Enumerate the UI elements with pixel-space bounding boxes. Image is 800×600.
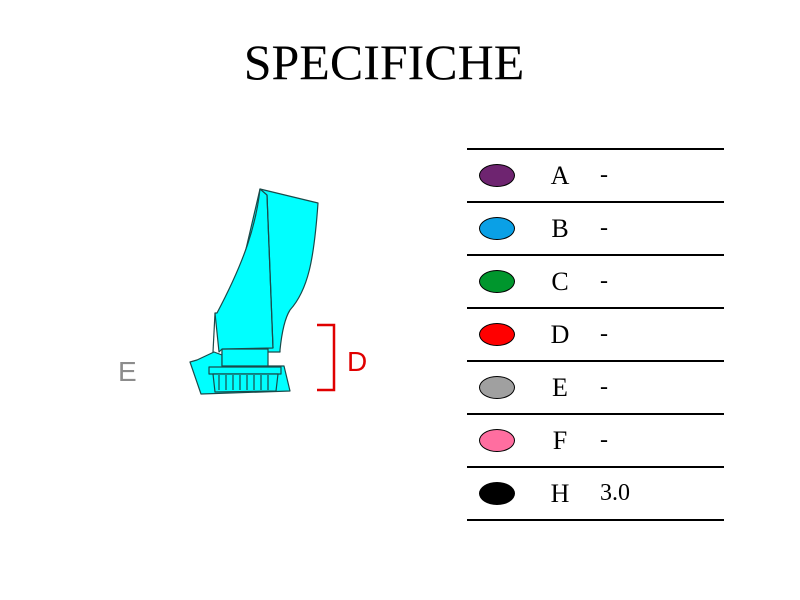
- legend-letter: F: [552, 426, 568, 455]
- legend-letter: E: [552, 373, 568, 402]
- legend-row: E-: [467, 362, 724, 415]
- color-swatch: [479, 270, 515, 293]
- legend-letter: H: [550, 479, 570, 508]
- body-edge: [266, 194, 274, 349]
- color-swatch: [479, 429, 515, 452]
- legend-row: A-: [467, 150, 724, 203]
- legend-row: C-: [467, 256, 724, 309]
- base-grooves: [218, 375, 269, 390]
- label-e: E: [118, 356, 137, 387]
- legend-row: B-: [467, 203, 724, 256]
- legend-row: H 3.0: [467, 468, 724, 521]
- legend-letter: B: [551, 214, 569, 243]
- legend-value: -: [600, 215, 608, 241]
- legend-value: -: [600, 374, 608, 400]
- legend-value: -: [600, 321, 608, 347]
- d-bracket: [317, 323, 336, 392]
- legend-row: D-: [467, 309, 724, 362]
- color-swatch: [479, 323, 515, 346]
- legend-row: F-: [467, 415, 724, 468]
- abutment-neck: [221, 348, 269, 367]
- color-swatch: [479, 376, 515, 399]
- color-swatch: [479, 217, 515, 240]
- label-d: D: [347, 346, 368, 377]
- abutment-ring: [208, 366, 282, 375]
- legend-letter: A: [550, 161, 570, 190]
- legend-value: -: [600, 162, 608, 188]
- wing-edge: [212, 312, 216, 353]
- legend-value: 3.0: [600, 480, 630, 506]
- legend-value: -: [600, 427, 608, 453]
- abutment-part: [189, 188, 319, 395]
- abutment-base: [212, 373, 279, 393]
- page-title: SPECIFICHE: [243, 34, 525, 90]
- legend-value: -: [600, 268, 608, 294]
- color-swatch: [479, 482, 515, 505]
- legend-letter: D: [550, 320, 570, 349]
- abutment-wing: [214, 188, 274, 353]
- legend-letter: C: [551, 267, 569, 296]
- color-swatch: [479, 164, 515, 187]
